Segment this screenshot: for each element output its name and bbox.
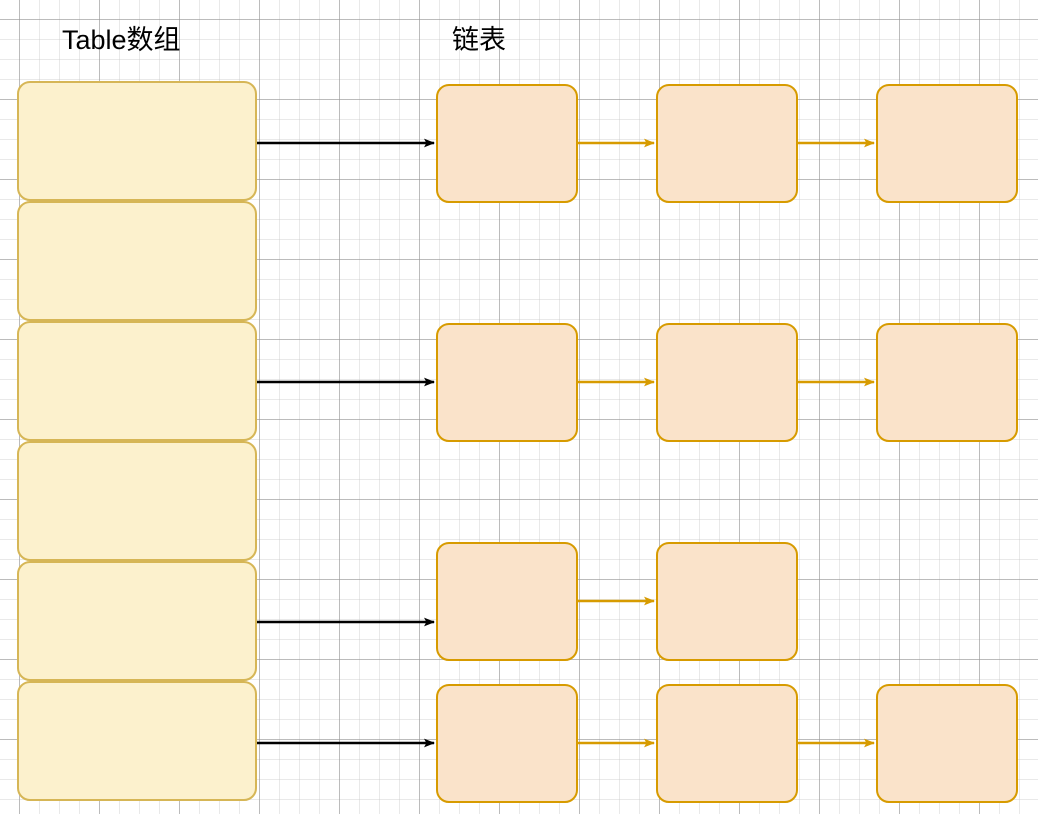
- array-cell-0[interactable]: [17, 81, 257, 201]
- chain-node-r3-n1[interactable]: [656, 684, 798, 803]
- chain-node-r1-n1[interactable]: [656, 323, 798, 442]
- chain-node-r0-n0[interactable]: [436, 84, 578, 203]
- chain-node-r0-n2[interactable]: [876, 84, 1018, 203]
- array-cell-5[interactable]: [17, 681, 257, 801]
- chain-node-r1-n0[interactable]: [436, 323, 578, 442]
- chain-node-r2-n0[interactable]: [436, 542, 578, 661]
- page-title-table-array: Table数组: [62, 25, 181, 55]
- chain-node-r2-n1[interactable]: [656, 542, 798, 661]
- chain-node-r1-n2[interactable]: [876, 323, 1018, 442]
- chain-node-r3-n2[interactable]: [876, 684, 1018, 803]
- array-cell-4[interactable]: [17, 561, 257, 681]
- chain-node-r0-n1[interactable]: [656, 84, 798, 203]
- chain-node-r3-n0[interactable]: [436, 684, 578, 803]
- array-to-chain-pointers: [257, 138, 435, 748]
- array-cell-3[interactable]: [17, 441, 257, 561]
- array-cell-2[interactable]: [17, 321, 257, 441]
- page-title-linked-list: 链表: [452, 25, 506, 55]
- array-cell-1[interactable]: [17, 201, 257, 321]
